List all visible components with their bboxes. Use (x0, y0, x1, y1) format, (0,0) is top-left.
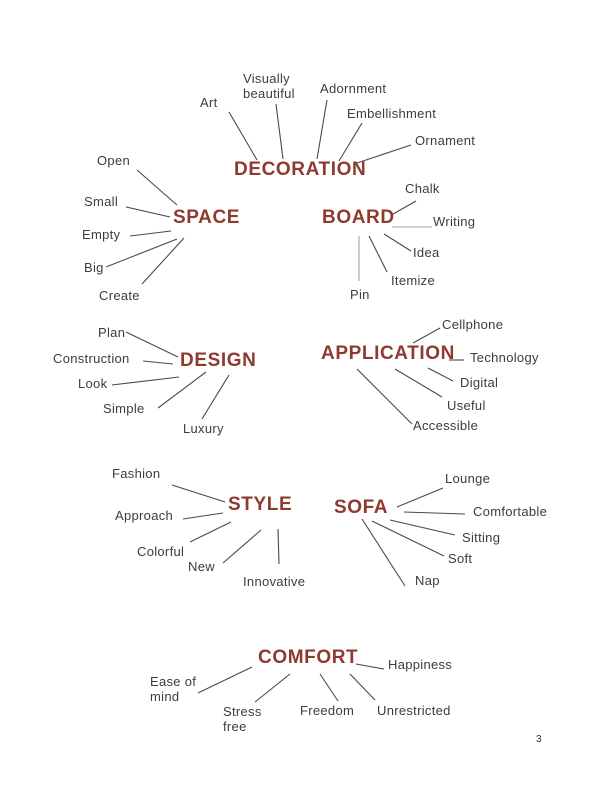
spoke-label-application-1: Technology (470, 350, 539, 365)
spoke-label-application-0: Cellphone (442, 317, 504, 332)
connector-line-comfort-1 (197, 666, 253, 694)
spoke-label-comfort-1: Ease of mind (150, 674, 197, 705)
spoke-label-sofa-3: Soft (448, 551, 473, 566)
connector-line-space-2 (129, 230, 172, 237)
spoke-label-style-2: Colorful (137, 544, 185, 559)
spoke-label-sofa-2: Sitting (462, 530, 501, 545)
connector-line-decoration-3 (338, 122, 363, 162)
connector-line-application-0 (412, 327, 441, 344)
connector-line-sofa-4 (361, 518, 406, 587)
spoke-label-decoration-2: Adornment (320, 81, 387, 96)
spoke-label-design-0: Plan (98, 325, 126, 340)
connector-line-comfort-3 (319, 673, 339, 702)
connector-line-board-2 (383, 233, 412, 252)
spoke-label-design-1: Construction (53, 351, 130, 366)
spoke-label-sofa-0: Lounge (445, 471, 491, 486)
connector-line-application-2 (427, 367, 454, 382)
spoke-label-comfort-0: Happiness (388, 657, 453, 672)
cluster-title-sofa: SOFA (334, 497, 389, 518)
connector-line-comfort-0 (355, 663, 385, 670)
spoke-label-decoration-4: Ornament (415, 133, 476, 148)
spoke-label-board-3: Itemize (391, 273, 436, 288)
connector-line-style-3 (222, 529, 262, 564)
connector-line-space-4 (141, 237, 185, 285)
spoke-label-decoration-3: Embellishment (347, 106, 437, 121)
cluster-title-board: BOARD (322, 207, 395, 228)
connector-line-board-0 (392, 200, 417, 215)
connector-line-design-3 (157, 371, 207, 409)
spoke-label-space-1: Small (84, 194, 119, 209)
cluster-title-style: STYLE (228, 494, 293, 515)
spoke-label-comfort-3: Freedom (300, 703, 355, 718)
spoke-label-sofa-1: Comfortable (473, 504, 548, 519)
spoke-label-board-0: Chalk (405, 181, 440, 196)
page-number: 3 (536, 734, 542, 745)
connector-line-application-3 (394, 368, 443, 398)
connector-line-design-1 (142, 360, 174, 365)
connector-line-comfort-2 (254, 673, 291, 703)
connector-line-sofa-1 (403, 511, 466, 515)
spoke-label-application-3: Useful (447, 398, 486, 413)
connector-line-style-4 (277, 528, 280, 565)
spoke-label-sofa-4: Nap (415, 573, 440, 588)
connector-line-style-0 (171, 484, 226, 503)
connector-line-style-1 (182, 512, 224, 520)
connector-line-decoration-0 (228, 111, 258, 161)
cluster-title-decoration: DECORATION (234, 159, 367, 180)
connector-line-sofa-0 (396, 487, 444, 508)
spoke-label-space-2: Empty (82, 227, 121, 242)
spoke-label-application-2: Digital (460, 375, 499, 390)
connector-line-application-4 (356, 368, 413, 425)
cluster-title-application: APPLICATION (321, 343, 455, 364)
connector-line-design-2 (111, 376, 180, 386)
cluster-title-design: DESIGN (180, 350, 257, 371)
spoke-label-comfort-2: Stress free (223, 704, 262, 735)
spoke-label-style-1: Approach (115, 508, 174, 523)
connector-line-sofa-2 (389, 519, 456, 536)
spoke-label-application-4: Accessible (413, 418, 479, 433)
cluster-title-comfort: COMFORT (258, 647, 359, 668)
spoke-label-decoration-0: Art (200, 95, 218, 110)
connector-line-space-3 (105, 238, 178, 268)
connector-line-comfort-4 (349, 673, 376, 701)
spoke-label-design-3: Simple (103, 401, 145, 416)
connector-line-board-3 (368, 235, 388, 273)
connector-line-design-0 (125, 331, 179, 358)
spoke-label-space-4: Create (99, 288, 140, 303)
spoke-label-board-1: Writing (433, 214, 476, 229)
connector-line-space-0 (136, 169, 178, 206)
connector-line-decoration-2 (316, 99, 328, 160)
spoke-label-board-2: Idea (413, 245, 440, 260)
spoke-label-space-3: Big (84, 260, 104, 275)
spoke-label-decoration-1: Visually beautiful (243, 71, 295, 102)
spoke-label-comfort-4: Unrestricted (377, 703, 451, 718)
connector-line-design-4 (201, 374, 230, 420)
spoke-label-style-0: Fashion (112, 466, 161, 481)
cluster-title-space: SPACE (173, 207, 241, 228)
spoke-label-space-0: Open (97, 153, 131, 168)
spoke-label-style-4: Innovative (243, 574, 306, 589)
spoke-label-board-4: Pin (350, 287, 370, 302)
connector-line-sofa-3 (371, 520, 445, 557)
connector-line-style-2 (189, 521, 232, 543)
connector-line-space-1 (125, 206, 171, 218)
connector-line-decoration-1 (275, 103, 284, 160)
spoke-label-design-4: Luxury (183, 421, 224, 436)
spoke-label-style-3: New (188, 559, 215, 574)
spoke-label-design-2: Look (78, 376, 108, 391)
